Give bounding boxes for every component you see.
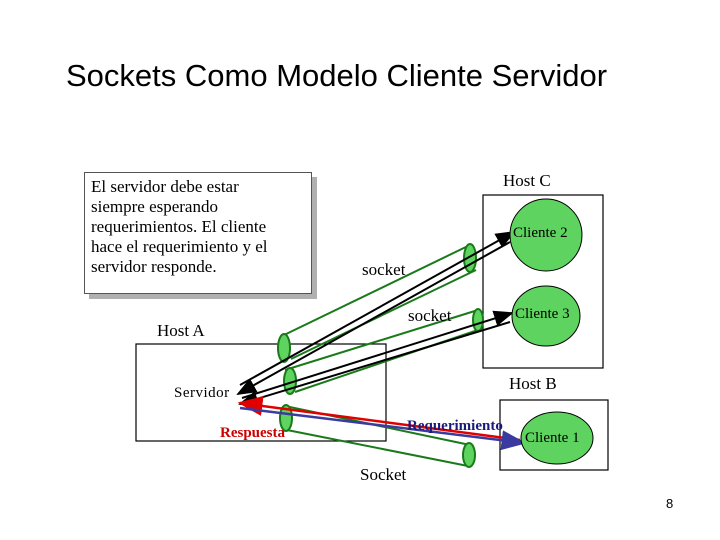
socket-label-mid: socket (408, 306, 452, 325)
server-socket-end (277, 333, 291, 363)
page-number: 8 (666, 496, 674, 511)
arrow-cliente-3-to-server (238, 321, 511, 407)
description-box: El servidor debe estar siempre esperando… (84, 172, 312, 294)
host-b-label: Host B (509, 374, 557, 393)
respuesta-arrow (237, 396, 521, 442)
requerimiento-label: Requerimiento (407, 418, 503, 434)
cliente-2-label: Cliente 2 (513, 225, 568, 241)
description-line: servidor responde. (91, 257, 217, 276)
cliente-3-node (511, 285, 581, 347)
description-line: requerimientos. El cliente (91, 217, 267, 236)
cliente-1-node (520, 411, 594, 465)
arrow-server-to-cliente-3 (241, 310, 514, 399)
socket-label-bottom: Socket (360, 465, 407, 484)
slide-title: Sockets Como Modelo Cliente Servidor (66, 58, 608, 93)
respuesta-label: Respuesta (220, 425, 286, 441)
cliente-2-node (509, 198, 583, 272)
description-line: hace el requerimiento y el (91, 237, 268, 256)
socket-pipe-cliente-2 (281, 243, 477, 360)
server-socket-end (279, 404, 293, 432)
description-line: siempre esperando (91, 197, 218, 216)
cliente-1-label: Cliente 1 (525, 430, 580, 446)
host-c-label: Host C (503, 171, 551, 190)
description-line: El servidor debe estar (91, 177, 239, 196)
host-a-label: Host A (157, 321, 205, 340)
arrow-cliente-2-to-server (236, 241, 511, 395)
requerimiento-arrow (239, 406, 527, 451)
servidor-label: Servidor (174, 385, 230, 401)
arrow-server-to-cliente-2 (239, 231, 516, 386)
cliente-3-label: Cliente 3 (515, 306, 570, 322)
socket-label-top: socket (362, 260, 406, 279)
